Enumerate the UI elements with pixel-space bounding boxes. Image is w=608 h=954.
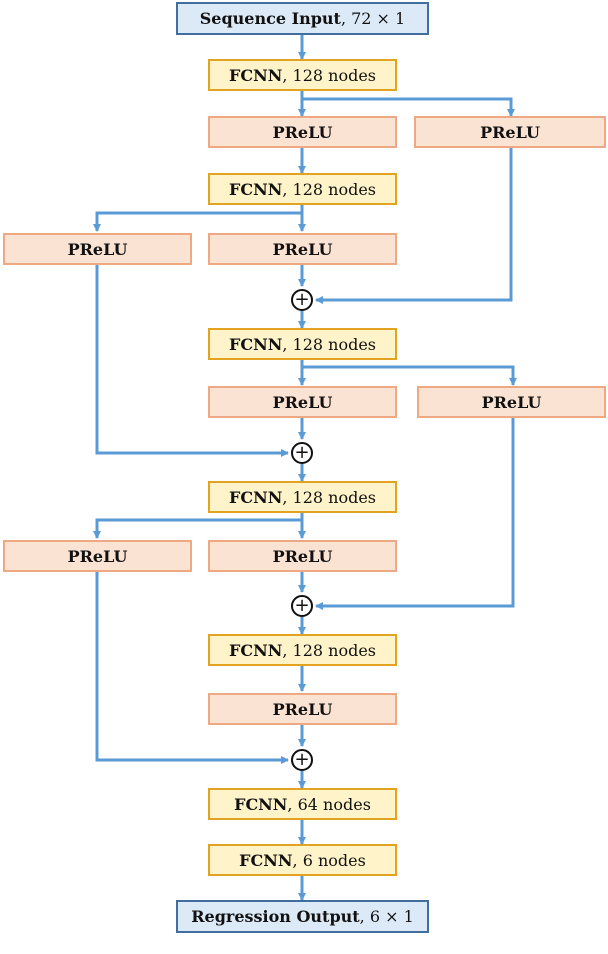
fcnn-label: FCNN	[229, 640, 283, 660]
prelu-label: PReLU	[272, 699, 333, 719]
regression-output-box: Regression Output, 6 × 1	[176, 900, 429, 933]
sum-node-1: +	[291, 289, 313, 311]
prelu-label: PReLU	[272, 392, 333, 412]
prelu-box-left-2: PReLU	[3, 540, 192, 572]
prelu-label: PReLU	[480, 122, 540, 142]
branch-fcnn2-left	[93, 211, 302, 232]
prelu-label: PReLU	[272, 239, 333, 259]
fcnn-nodes: 128 nodes	[292, 487, 376, 507]
fcnn-nodes: 64 nodes	[297, 794, 371, 814]
sequence-input-box: Sequence Input, 72 × 1	[176, 2, 429, 35]
branch-fcnn4-left	[93, 518, 302, 539]
branch-fcnn1-right	[302, 97, 515, 117]
prelu-box-main-5: PReLU	[208, 693, 397, 725]
skip-left-sum2	[95, 265, 289, 457]
fcnn-box-2: FCNN, 128 nodes	[208, 173, 397, 205]
prelu-box-right-2: PReLU	[417, 386, 606, 418]
fcnn-box-7: FCNN, 6 nodes	[208, 844, 397, 876]
fcnn-label: FCNN	[229, 65, 283, 85]
fcnn-box-1: FCNN, 128 nodes	[208, 59, 397, 91]
fcnn-nodes: 128 nodes	[292, 65, 376, 85]
input-label: Sequence Input	[199, 9, 341, 28]
fcnn-label: FCNN	[234, 794, 288, 814]
fcnn-nodes: 6 nodes	[302, 850, 366, 870]
prelu-box-main-2: PReLU	[208, 233, 397, 265]
sum-node-3: +	[291, 595, 313, 617]
prelu-label: PReLU	[67, 239, 128, 259]
fcnn-box-4: FCNN, 128 nodes	[208, 481, 397, 513]
skip-right-sum1	[315, 148, 513, 304]
skip-left-sum4	[95, 572, 289, 764]
fcnn-nodes: 128 nodes	[292, 179, 376, 199]
prelu-label: PReLU	[67, 546, 128, 566]
fcnn-box-5: FCNN, 128 nodes	[208, 634, 397, 666]
prelu-box-right-1: PReLU	[414, 116, 606, 148]
fcnn-nodes: 128 nodes	[292, 334, 376, 354]
fcnn-box-3: FCNN, 128 nodes	[208, 328, 397, 360]
prelu-box-main-4: PReLU	[208, 540, 397, 572]
prelu-box-left-1: PReLU	[3, 233, 192, 265]
fcnn-box-6: FCNN, 64 nodes	[208, 788, 397, 820]
branch-fcnn3-right	[302, 365, 517, 386]
prelu-label: PReLU	[272, 546, 333, 566]
input-dims: 72 × 1	[351, 9, 406, 28]
sum-node-2: +	[291, 442, 313, 464]
prelu-box-main-3: PReLU	[208, 386, 397, 418]
skip-right-sum3	[315, 418, 515, 610]
fcnn-label: FCNN	[229, 179, 283, 199]
output-label: Regression Output	[191, 907, 360, 926]
fcnn-nodes: 128 nodes	[292, 640, 376, 660]
prelu-box-main-1: PReLU	[208, 116, 397, 148]
prelu-label: PReLU	[481, 392, 542, 412]
output-dims: 6 × 1	[369, 907, 414, 926]
fcnn-label: FCNN	[239, 850, 293, 870]
fcnn-label: FCNN	[229, 487, 283, 507]
fcnn-label: FCNN	[229, 334, 283, 354]
prelu-label: PReLU	[272, 122, 333, 142]
sum-node-4: +	[291, 749, 313, 771]
